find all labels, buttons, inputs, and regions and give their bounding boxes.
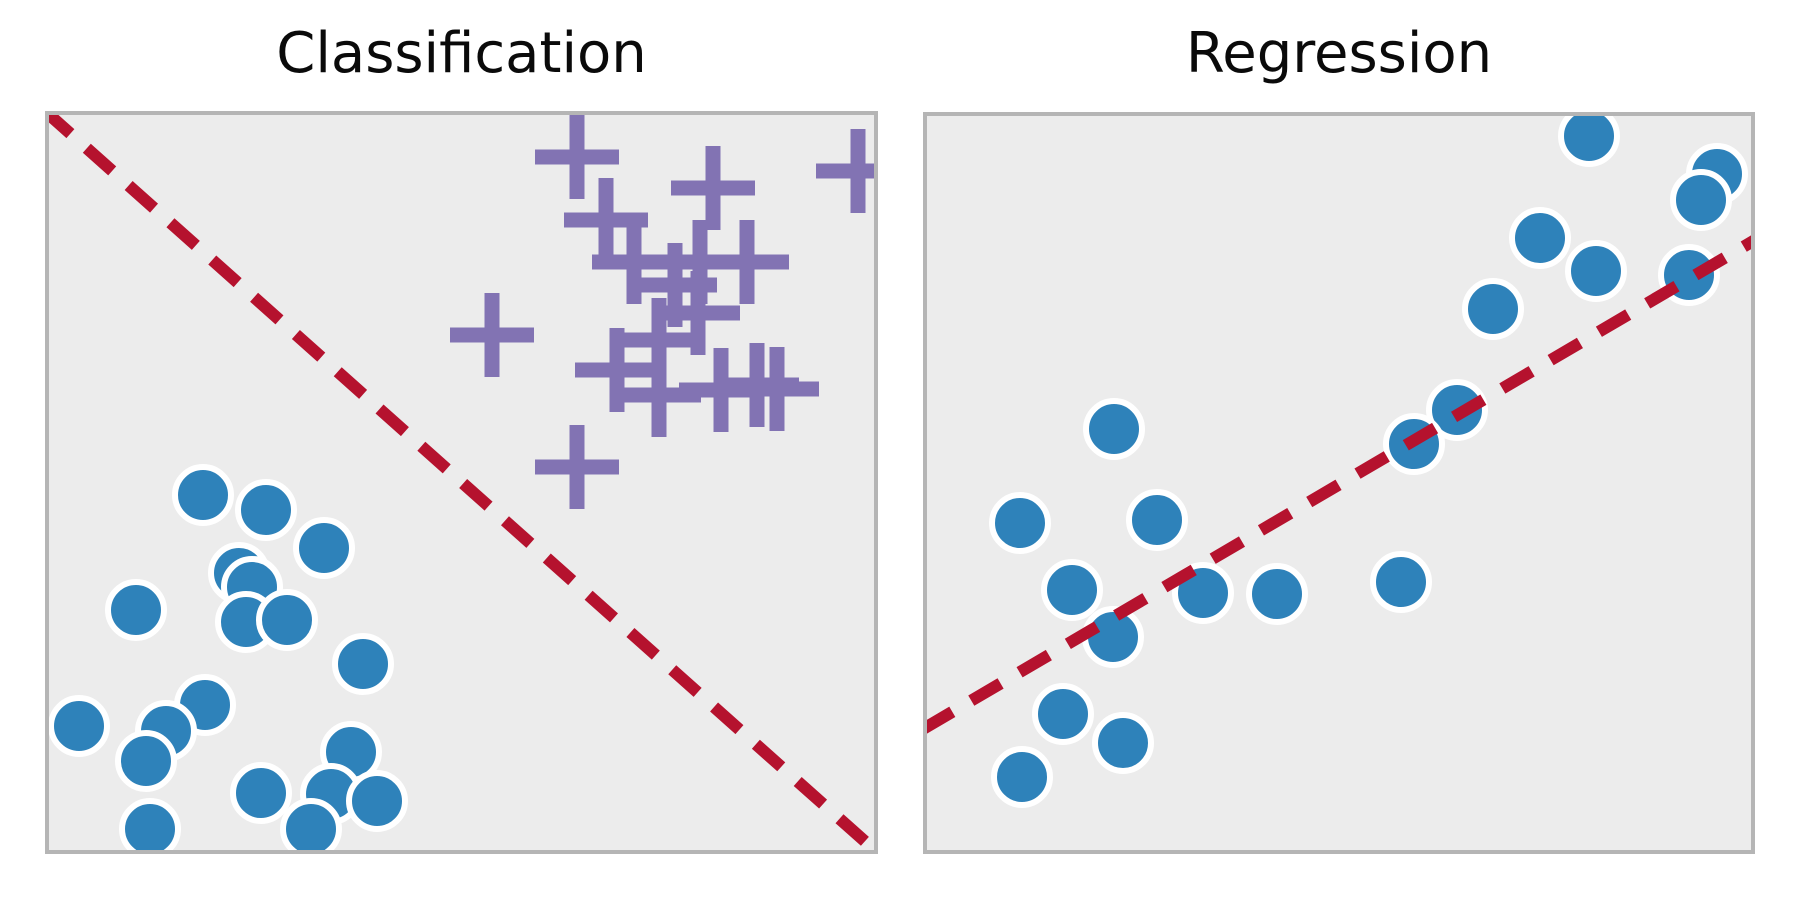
scatter-point-circle bbox=[1509, 207, 1571, 269]
scatter-point-circle bbox=[1462, 278, 1524, 340]
classification-plot-area bbox=[49, 115, 874, 850]
scatter-point-plus bbox=[735, 347, 819, 431]
scatter-point-circle bbox=[991, 746, 1053, 808]
scatter-point-circle bbox=[280, 798, 342, 850]
scatter-point-circle bbox=[346, 770, 408, 832]
scatter-point-circle bbox=[1558, 116, 1620, 167]
scatter-point-circle bbox=[989, 492, 1051, 554]
regression-fit-line bbox=[927, 235, 1751, 734]
scatter-point-circle bbox=[1032, 683, 1094, 745]
scatter-point-circle bbox=[1092, 712, 1154, 774]
regression-panel bbox=[923, 112, 1755, 854]
scatter-point-plus bbox=[705, 220, 789, 304]
regression-title: Regression bbox=[1185, 21, 1493, 86]
scatter-point-plus bbox=[535, 425, 619, 509]
scatter-point-circle bbox=[1246, 563, 1308, 625]
scatter-point-circle bbox=[172, 464, 234, 526]
scatter-point-circle bbox=[1670, 169, 1732, 231]
scatter-point-circle bbox=[1370, 551, 1432, 613]
scatter-point-circle bbox=[1565, 240, 1627, 302]
scatter-point-circle bbox=[332, 633, 394, 695]
classification-title: Classification bbox=[276, 21, 647, 86]
scatter-point-circle bbox=[115, 730, 177, 792]
scatter-point-plus bbox=[450, 293, 534, 377]
scatter-point-circle bbox=[1082, 606, 1144, 668]
scatter-point-circle bbox=[119, 798, 181, 850]
scatter-point-circle bbox=[105, 579, 167, 641]
scatter-point-circle bbox=[1126, 489, 1188, 551]
scatter-point-circle bbox=[1083, 398, 1145, 460]
scatter-point-circle bbox=[1041, 559, 1103, 621]
scatter-point-plus bbox=[816, 129, 874, 213]
regression-plot-area bbox=[927, 116, 1751, 808]
scatter-point-circle bbox=[49, 695, 110, 757]
scatter-point-plus bbox=[671, 146, 755, 230]
scatter-point-circle bbox=[230, 762, 292, 824]
decision-boundary-line bbox=[49, 115, 874, 850]
scatter-point-circle bbox=[256, 589, 318, 651]
classification-panel bbox=[45, 111, 878, 854]
scatter-point-circle bbox=[293, 517, 355, 579]
scatter-point-plus bbox=[535, 115, 619, 199]
scatter-point-circle bbox=[235, 479, 297, 541]
